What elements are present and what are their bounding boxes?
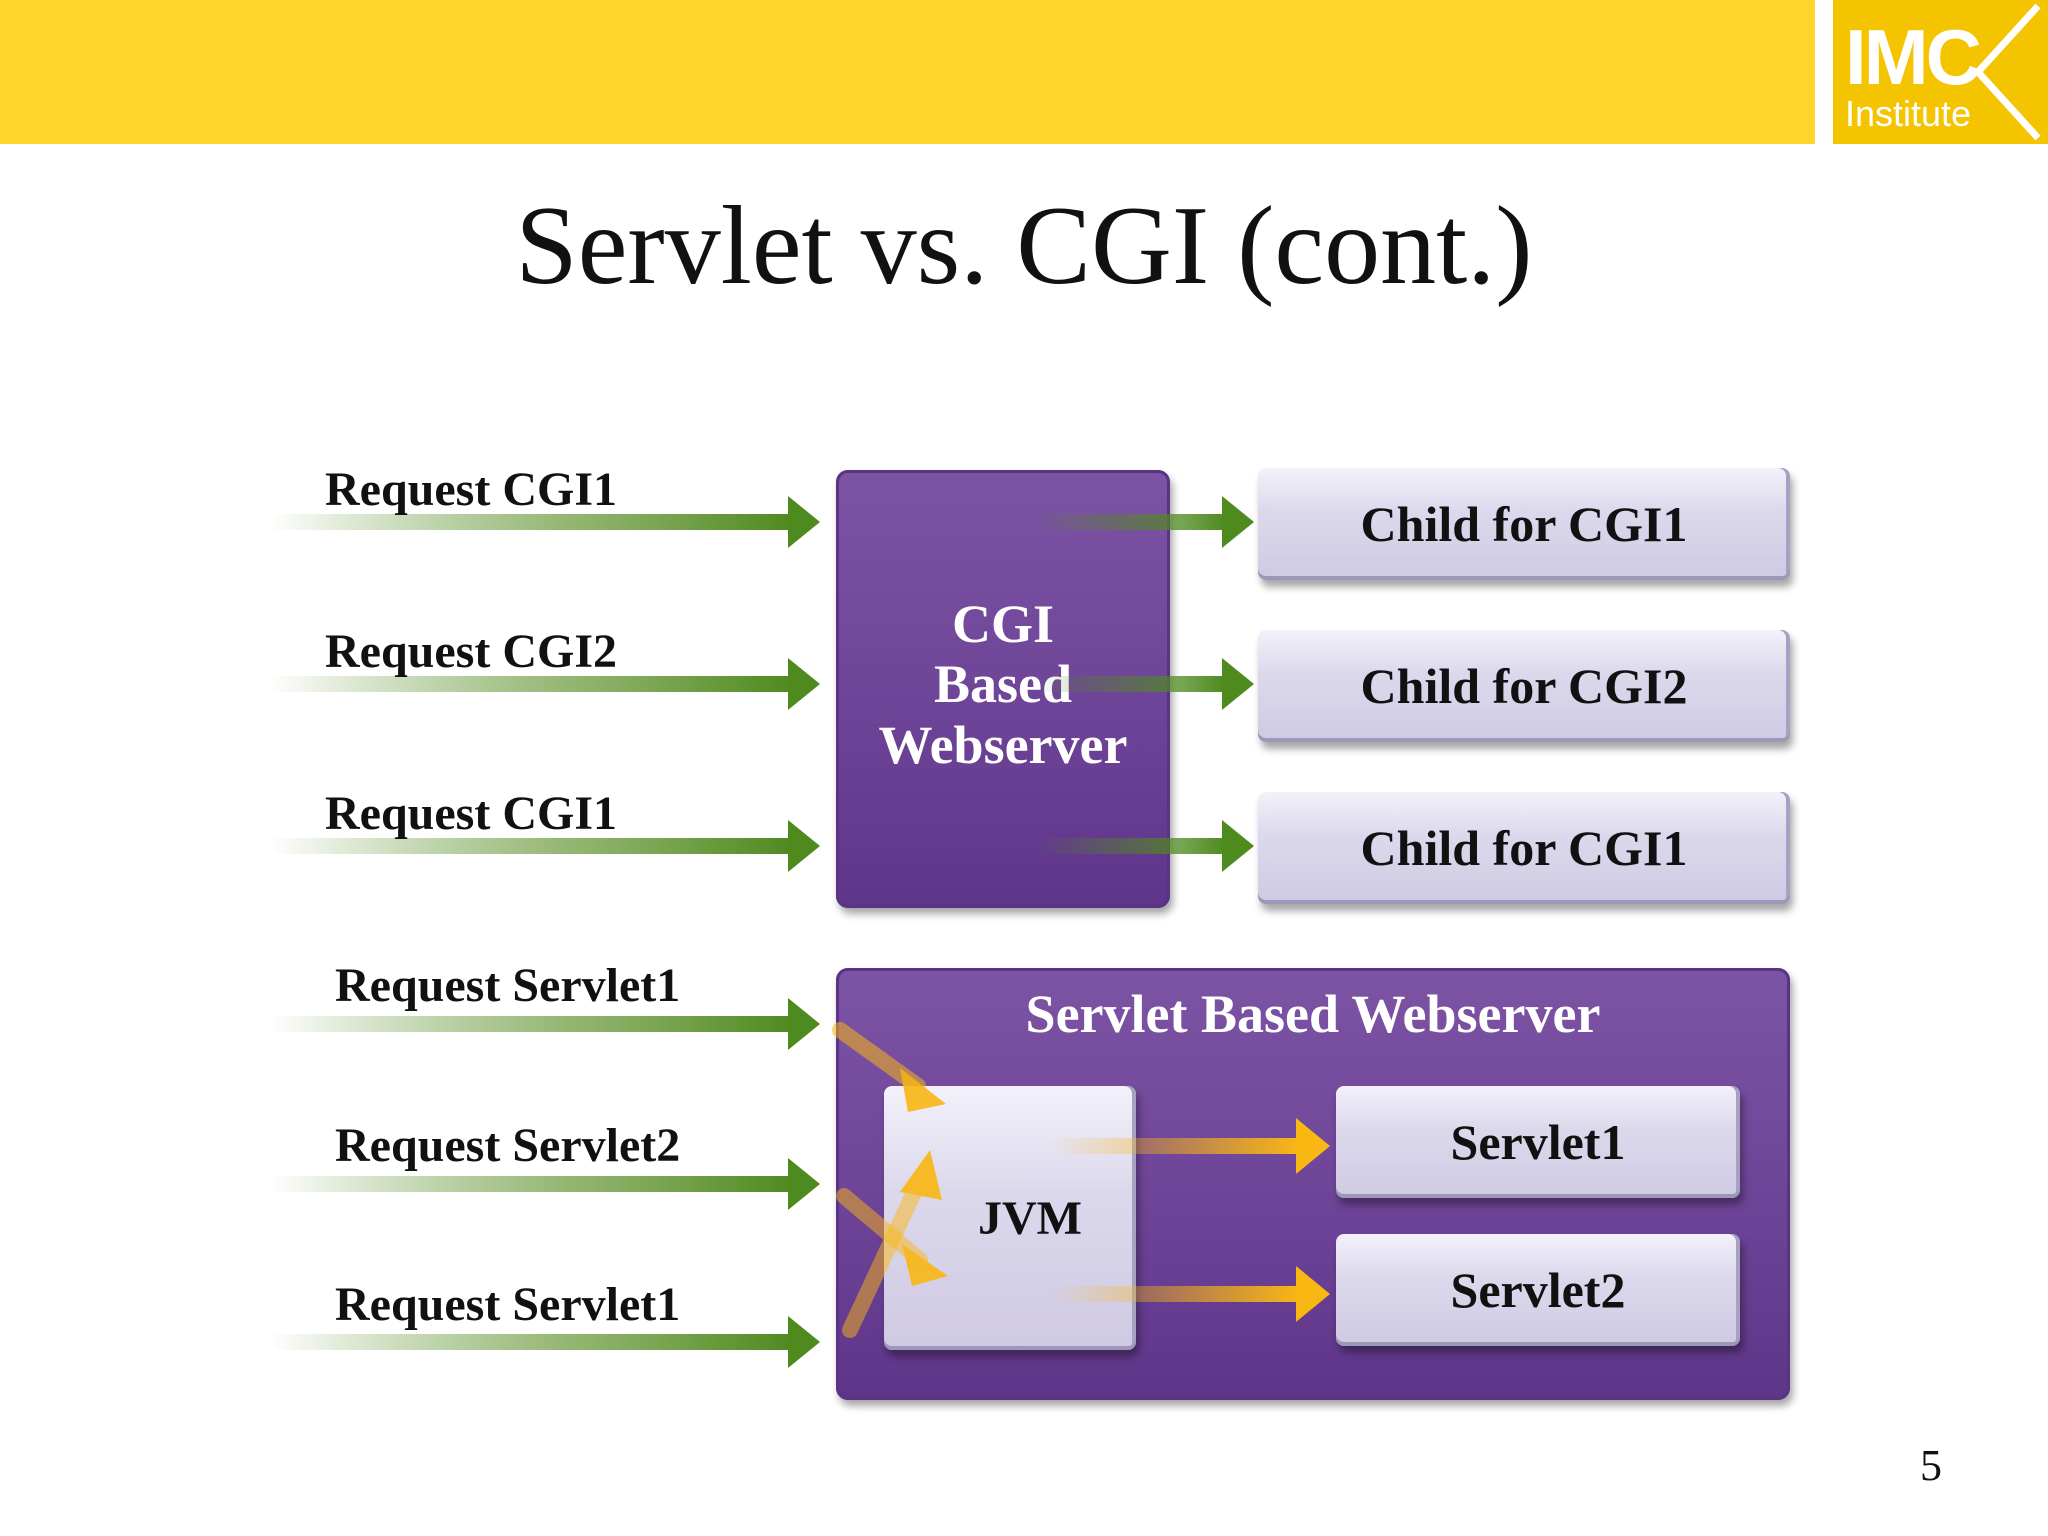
cgi-child-box-1: Child for CGI1 [1258, 468, 1790, 580]
cgi-child-label-2: Child for CGI2 [1360, 658, 1688, 714]
cgi-child-label-3: Child for CGI1 [1360, 820, 1688, 876]
cgi-request-label-3: Request CGI1 [325, 787, 618, 840]
servlet-request-label-2: Request Servlet2 [335, 1119, 681, 1172]
cgi-request-label-2: Request CGI2 [325, 625, 618, 678]
cgi-webserver-label: CGI Based Webserver [836, 594, 1170, 775]
servlet-request-label-1: Request Servlet1 [335, 959, 681, 1012]
servlet-label-2: Servlet2 [1450, 1262, 1626, 1318]
logo-subtext: Institute [1845, 93, 1972, 134]
jvm-label: JVM [978, 1191, 1082, 1245]
servlet-webserver-label: Servlet Based Webserver [1025, 984, 1601, 1044]
servlet-label-1: Servlet1 [1450, 1114, 1626, 1170]
logo-text: IMC [1845, 13, 1982, 101]
jvm-box: JVM [884, 1086, 1136, 1350]
cgi-webserver-label-line-2: Based [933, 654, 1073, 715]
servlet-request-label-3: Request Servlet1 [335, 1278, 681, 1331]
cgi-child-box-3: Child for CGI1 [1258, 792, 1790, 904]
page-number: 5 [1920, 1441, 1942, 1490]
servlet-box-2: Servlet2 [1336, 1234, 1740, 1346]
imc-logo: IMC Institute [1833, 0, 2048, 144]
slide-title: Servlet vs. CGI (cont.) [515, 184, 1533, 308]
header-bar [0, 0, 1815, 144]
logo-chevron-icon [1973, 3, 2041, 141]
cgi-webserver-box: CGI Based Webserver [836, 470, 1170, 908]
cgi-webserver-label-line-1: CGI [951, 594, 1054, 654]
cgi-child-box-2: Child for CGI2 [1258, 630, 1790, 742]
servlet-box-1: Servlet1 [1336, 1086, 1740, 1198]
cgi-request-label-1: Request CGI1 [325, 463, 618, 516]
cgi-child-label-1: Child for CGI1 [1360, 496, 1688, 552]
cgi-webserver-label-line-3: Webserver [878, 714, 1128, 775]
